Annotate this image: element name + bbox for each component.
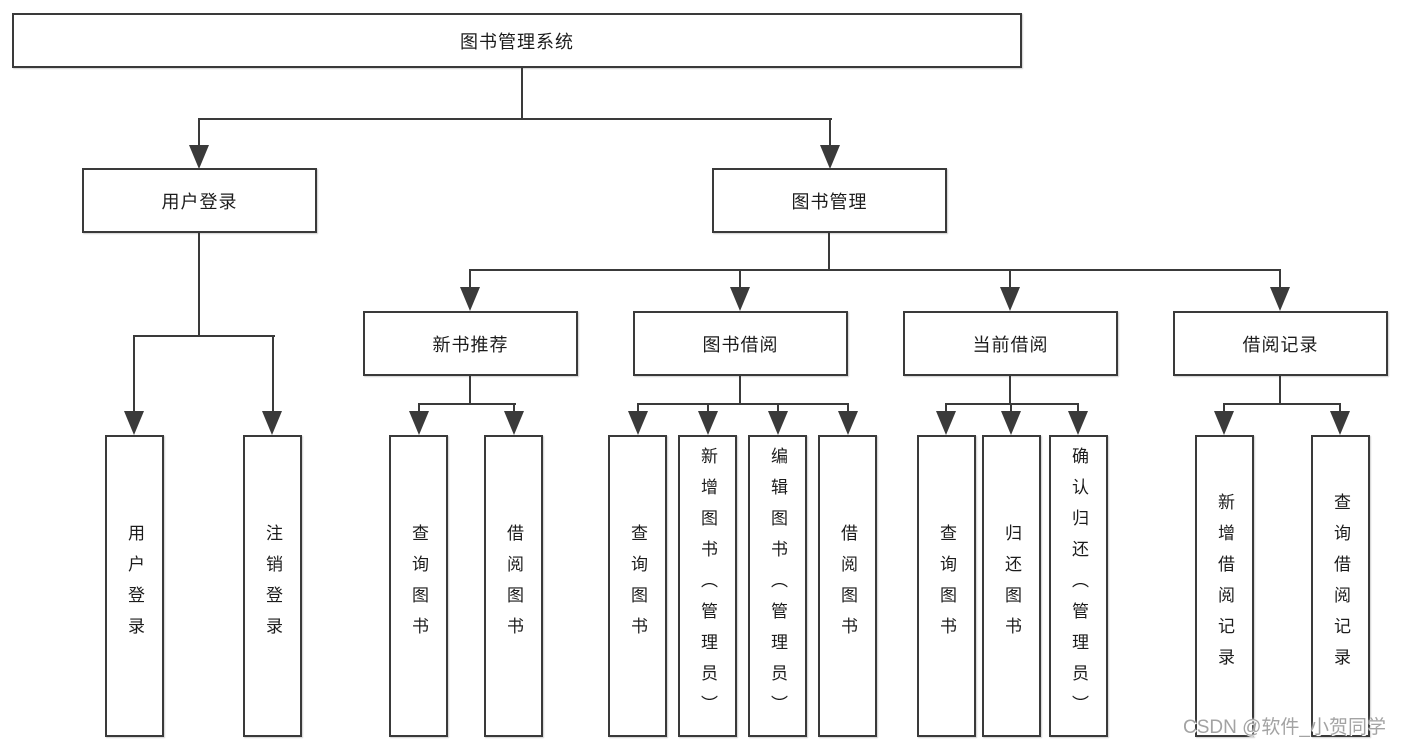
arrow-down-icon bbox=[1001, 411, 1021, 435]
leaf-edit-books-admin-label: 编辑图书（管理员） bbox=[768, 446, 787, 726]
leaf-add-books-admin: 新增图书（管理员） bbox=[678, 435, 737, 737]
connector-line bbox=[637, 403, 849, 405]
arrow-down-icon bbox=[838, 411, 858, 435]
leaf-query-borrow-record: 查询借阅记录 bbox=[1311, 435, 1370, 737]
connector-line bbox=[1009, 269, 1011, 291]
leaf-borrow-books-borrowing-label: 借阅图书 bbox=[838, 524, 857, 648]
arrow-down-icon bbox=[1330, 411, 1350, 435]
connector-line bbox=[1223, 403, 1341, 405]
arrow-down-icon bbox=[820, 145, 840, 169]
arrow-down-icon bbox=[628, 411, 648, 435]
arrow-down-icon bbox=[409, 411, 429, 435]
arrow-down-icon bbox=[460, 287, 480, 311]
connector-line bbox=[739, 376, 741, 404]
arrow-down-icon bbox=[1068, 411, 1088, 435]
node-current-borrowing-label: 当前借阅 bbox=[972, 334, 1049, 355]
connector-line bbox=[828, 233, 830, 271]
leaf-query-books-recommend-label: 查询图书 bbox=[409, 524, 428, 648]
connector-line bbox=[198, 233, 200, 336]
node-user-login: 用户登录 bbox=[82, 168, 317, 233]
leaf-query-books-recommend: 查询图书 bbox=[389, 435, 448, 737]
connector-line bbox=[945, 403, 947, 415]
connector-line bbox=[637, 403, 639, 415]
arrow-down-icon bbox=[698, 411, 718, 435]
arrow-down-icon bbox=[1000, 287, 1020, 311]
arrow-down-icon bbox=[1214, 411, 1234, 435]
connector-line bbox=[847, 403, 849, 415]
connector-line bbox=[1010, 403, 1012, 415]
leaf-query-borrow-record-label: 查询借阅记录 bbox=[1331, 493, 1350, 679]
connector-line bbox=[418, 403, 516, 405]
leaf-borrow-books-recommend: 借阅图书 bbox=[484, 435, 543, 737]
connector-line bbox=[513, 403, 515, 415]
connector-line bbox=[198, 118, 832, 120]
connector-line bbox=[469, 376, 471, 404]
leaf-query-books-borrowing: 查询图书 bbox=[608, 435, 667, 737]
leaf-borrow-books-borrowing: 借阅图书 bbox=[818, 435, 877, 737]
node-new-book-recommendation-label: 新书推荐 bbox=[432, 334, 509, 355]
leaf-return-books-label: 归还图书 bbox=[1002, 524, 1021, 648]
connector-line bbox=[739, 269, 741, 291]
connector-line bbox=[521, 68, 523, 120]
connector-line bbox=[133, 335, 275, 337]
leaf-query-books-current: 查询图书 bbox=[917, 435, 976, 737]
node-library-management-system: 图书管理系统 bbox=[12, 13, 1022, 68]
leaf-confirm-return-admin-label: 确认归还（管理员） bbox=[1069, 446, 1088, 726]
leaf-add-books-admin-label: 新增图书（管理员） bbox=[698, 446, 717, 726]
leaf-user-login-label: 用户登录 bbox=[125, 524, 144, 648]
connector-line bbox=[418, 403, 420, 415]
node-current-borrowing: 当前借阅 bbox=[903, 311, 1118, 376]
connector-line bbox=[829, 118, 831, 148]
node-book-management-label: 图书管理 bbox=[791, 191, 868, 212]
leaf-confirm-return-admin: 确认归还（管理员） bbox=[1049, 435, 1108, 737]
node-book-borrowing-label: 图书借阅 bbox=[702, 334, 779, 355]
connector-line bbox=[1223, 403, 1225, 415]
leaf-logout-label: 注销登录 bbox=[263, 524, 282, 648]
arrow-down-icon bbox=[189, 145, 209, 169]
arrow-down-icon bbox=[124, 411, 144, 435]
leaf-return-books: 归还图书 bbox=[982, 435, 1041, 737]
arrow-down-icon bbox=[1270, 287, 1290, 311]
connector-line bbox=[198, 118, 200, 148]
arrow-down-icon bbox=[936, 411, 956, 435]
node-borrowing-records-label: 借阅记录 bbox=[1242, 334, 1319, 355]
connector-line bbox=[1339, 403, 1341, 415]
connector-line bbox=[469, 269, 471, 291]
connector-line bbox=[1077, 403, 1079, 415]
node-book-management: 图书管理 bbox=[712, 168, 947, 233]
connector-line bbox=[945, 403, 1079, 405]
leaf-edit-books-admin: 编辑图书（管理员） bbox=[748, 435, 807, 737]
arrow-down-icon bbox=[262, 411, 282, 435]
connector-line bbox=[469, 269, 1281, 271]
connector-line bbox=[707, 403, 709, 415]
node-user-login-label: 用户登录 bbox=[161, 191, 238, 212]
leaf-add-borrow-record-label: 新增借阅记录 bbox=[1215, 493, 1234, 679]
connector-line bbox=[272, 335, 274, 415]
leaf-user-login: 用户登录 bbox=[105, 435, 164, 737]
node-book-borrowing: 图书借阅 bbox=[633, 311, 848, 376]
arrow-down-icon bbox=[730, 287, 750, 311]
connector-line bbox=[1279, 376, 1281, 404]
arrow-down-icon bbox=[768, 411, 788, 435]
connector-line bbox=[777, 403, 779, 415]
leaf-add-borrow-record: 新增借阅记录 bbox=[1195, 435, 1254, 737]
node-new-book-recommendation: 新书推荐 bbox=[363, 311, 578, 376]
csdn-watermark: CSDN @软件_小贺同学 bbox=[1183, 717, 1386, 738]
leaf-query-books-current-label: 查询图书 bbox=[937, 524, 956, 648]
leaf-query-books-borrowing-label: 查询图书 bbox=[628, 524, 647, 648]
leaf-logout: 注销登录 bbox=[243, 435, 302, 737]
node-borrowing-records: 借阅记录 bbox=[1173, 311, 1388, 376]
leaf-borrow-books-recommend-label: 借阅图书 bbox=[504, 524, 523, 648]
connector-line bbox=[1009, 376, 1011, 404]
connector-line bbox=[1279, 269, 1281, 291]
node-library-management-system-label: 图书管理系统 bbox=[460, 31, 574, 52]
connector-line bbox=[133, 335, 135, 415]
arrow-down-icon bbox=[504, 411, 524, 435]
